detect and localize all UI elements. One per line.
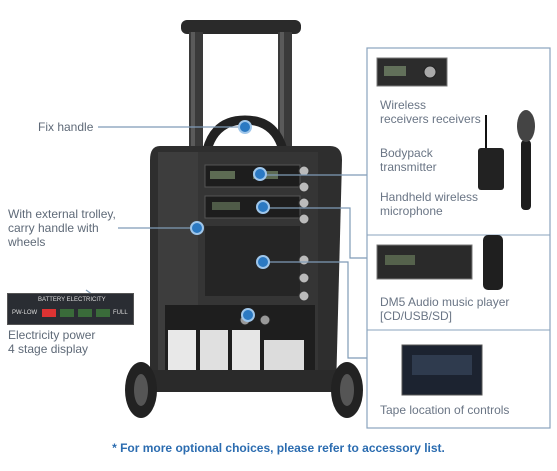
battery-panel-title: BATTERY ELECTRICITY [38,297,106,303]
electricity-label: Electricity power 4 stage display [8,328,96,356]
accessory-footnote: * For more optional choices, please refe… [112,441,445,455]
wireless-receivers-label: Wireless receivers receivers [380,98,481,126]
handheld-label: Handheld wireless microphone [380,190,479,218]
fix-handle-label: Fix handle [38,120,94,134]
remote-image [483,235,503,290]
tape-label: Tape location of controls [380,403,510,417]
battery-panel: BATTERY ELECTRICITY PW-LOW FULL [7,293,134,325]
connector-lines [85,126,367,359]
trolley-marker [190,221,204,235]
battery-led-3 [78,309,92,317]
options-frame [366,47,551,429]
tape-marker [256,255,270,269]
trolley-label: With external trolley, carry handle with… [8,207,116,249]
receiver-marker [253,167,267,181]
tape-module-image [401,344,483,396]
trolley-base [125,362,363,418]
battery-led-2 [60,309,74,317]
receiver-device-image [376,57,448,87]
battery-low-label: PW-LOW [12,310,38,316]
cd-player-image [376,244,473,280]
battery-led-1 [42,309,56,317]
bodypack-label: Bodypack transmitter [380,146,437,174]
cd-marker [256,200,270,214]
microphone-image [517,110,535,210]
battery-full-label: FULL [113,310,128,316]
power-marker [241,308,255,322]
dm5-label: DM5 Audio music player [CD/USB/SD] [380,295,510,323]
speaker-cabinet [150,146,342,390]
battery-led-4 [96,309,110,317]
fix-handle-marker [238,120,252,134]
bodypack-image [478,115,504,190]
